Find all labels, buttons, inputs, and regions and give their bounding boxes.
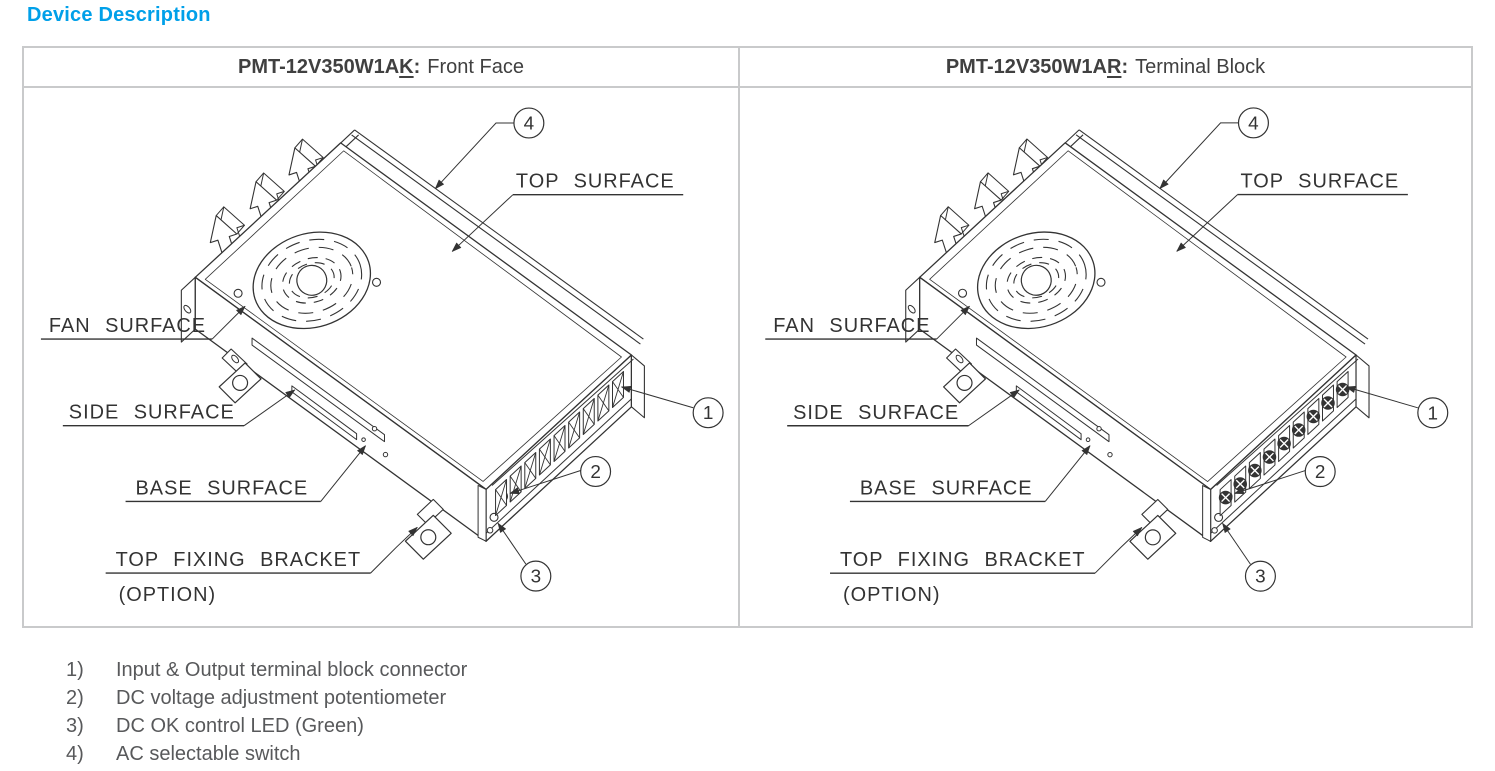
callout-2: 2 — [1234, 456, 1336, 495]
model-underlined-letter: R — [1107, 55, 1122, 78]
callout-number: 3 — [531, 567, 542, 588]
colon: : — [1121, 55, 1129, 78]
legend-item: 3) DC OK control LED (Green) — [66, 712, 966, 740]
legend-item-number: 2) — [66, 686, 84, 709]
terminal-block-diagram: TOP SURFACE FAN SURFACE SIDE SURFACE BASE S… — [765, 107, 1449, 606]
callout-2: 2 — [509, 455, 612, 494]
surface-labels: TOP SURFACE FAN SURFACE SIDE SURFACE BASE S… — [40, 171, 684, 606]
model-number: PMT-12V350W1AK: — [238, 56, 420, 79]
legend-item: 4) AC selectable switch — [66, 740, 966, 768]
view-label: Front Face — [427, 55, 524, 78]
callout-number: 2 — [590, 462, 601, 483]
label-fan-surface: FAN SURFACE — [49, 315, 206, 337]
page-title: Device Description — [27, 4, 211, 26]
terminal-strip — [1216, 358, 1359, 517]
label-side-surface: SIDE SURFACE — [793, 402, 959, 424]
panel-header-terminal-block: PMT-12V350W1AR: Terminal Block — [740, 48, 1471, 88]
legend: 1) Input & Output terminal block connect… — [66, 656, 966, 768]
fixing-brackets — [218, 348, 452, 560]
label-side-surface: SIDE SURFACE — [69, 402, 235, 424]
model-underlined-letter: K — [399, 55, 414, 78]
callout-1: 1 — [1345, 386, 1449, 429]
callout-number: 1 — [703, 403, 714, 424]
callout-number: 1 — [1428, 403, 1439, 424]
label-option: (OPTION) — [843, 584, 941, 606]
label-top-surface: TOP SURFACE — [516, 171, 675, 193]
callout-3: 3 — [497, 523, 552, 592]
legend-item-text: AC selectable switch — [116, 742, 301, 765]
fan-grille — [976, 231, 1096, 330]
label-option: (OPTION) — [119, 584, 217, 606]
colon: : — [413, 55, 421, 78]
front-face-cell: TOP SURFACE FAN SURFACE SIDE SURFACE BASE S… — [24, 88, 740, 626]
terminal-strip — [491, 358, 634, 517]
legend-item-text: DC OK control LED (Green) — [116, 714, 364, 737]
legend-item-number: 1) — [66, 658, 84, 681]
label-fan-surface: FAN SURFACE — [773, 315, 930, 337]
legend-item-text: DC voltage adjustment potentiometer — [116, 686, 447, 709]
fan-screw-holes — [957, 277, 1106, 298]
fixing-brackets — [943, 348, 1177, 560]
legend-item: 1) Input & Output terminal block connect… — [66, 656, 966, 684]
callout-3: 3 — [1222, 523, 1276, 592]
view-label: Terminal Block — [1135, 55, 1266, 78]
side-surface-details — [975, 337, 1113, 458]
side-surface-details — [251, 337, 389, 458]
label-top-fixing-bracket: TOP FIXING BRACKET — [840, 549, 1086, 571]
callout-1: 1 — [621, 386, 724, 429]
legend-item-number: 3) — [66, 714, 84, 737]
model-prefix: PMT-12V350W1A — [238, 55, 400, 78]
label-top-surface: TOP SURFACE — [1240, 171, 1399, 193]
label-top-fixing-bracket: TOP FIXING BRACKET — [116, 549, 362, 571]
fan-screw-holes — [233, 277, 382, 298]
fan-grille — [252, 231, 372, 330]
label-base-surface: BASE SURFACE — [136, 477, 309, 499]
panel-header-front-face: PMT-12V350W1AK: Front Face — [24, 48, 740, 88]
label-base-surface: BASE SURFACE — [860, 477, 1033, 499]
front-face-diagram: TOP SURFACE FAN SURFACE SIDE SURFACE BASE S… — [40, 107, 724, 606]
callout-4: 4 — [434, 107, 545, 190]
surface-labels: TOP SURFACE FAN SURFACE SIDE SURFACE BASE S… — [765, 171, 1408, 606]
callout-number: 3 — [1255, 567, 1266, 588]
callout-number: 2 — [1315, 462, 1326, 483]
model-number: PMT-12V350W1AR: — [946, 56, 1128, 79]
callout-4: 4 — [1159, 107, 1269, 189]
legend-item: 2) DC voltage adjustment potentiometer — [66, 684, 966, 712]
legend-item-text: Input & Output terminal block connector — [116, 658, 468, 681]
device-views-table: PMT-12V350W1AK: Front Face PMT-12V350W1A… — [22, 46, 1473, 628]
callout-number: 4 — [1248, 113, 1259, 134]
legend-item-number: 4) — [66, 742, 84, 765]
callout-number: 4 — [524, 113, 535, 134]
model-prefix: PMT-12V350W1A — [945, 55, 1107, 78]
terminal-block-cell: TOP SURFACE FAN SURFACE SIDE SURFACE BASE S… — [740, 88, 1471, 626]
